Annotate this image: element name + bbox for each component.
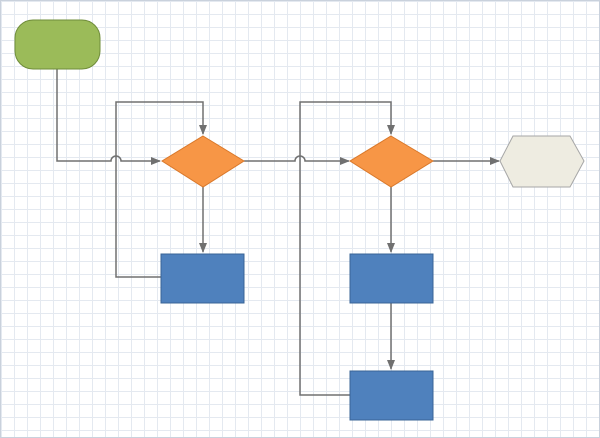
nodes bbox=[14, 19, 585, 421]
connectors bbox=[56, 69, 500, 396]
connector-start-to-decision-1[interactable] bbox=[56, 69, 161, 165]
start-node[interactable] bbox=[14, 19, 101, 70]
connector-process-1-to-decision-1[interactable] bbox=[115, 101, 207, 278]
process-node-3[interactable] bbox=[349, 370, 434, 421]
decision-node-1[interactable] bbox=[161, 135, 245, 188]
process-node-2[interactable] bbox=[349, 253, 434, 304]
decision-node-2[interactable] bbox=[349, 135, 434, 188]
process-node-1[interactable] bbox=[160, 253, 245, 304]
connector-decision-1-to-decision-2[interactable] bbox=[244, 155, 350, 165]
connector-process-3-to-decision-2[interactable] bbox=[299, 101, 395, 396]
end-node[interactable] bbox=[499, 135, 585, 188]
